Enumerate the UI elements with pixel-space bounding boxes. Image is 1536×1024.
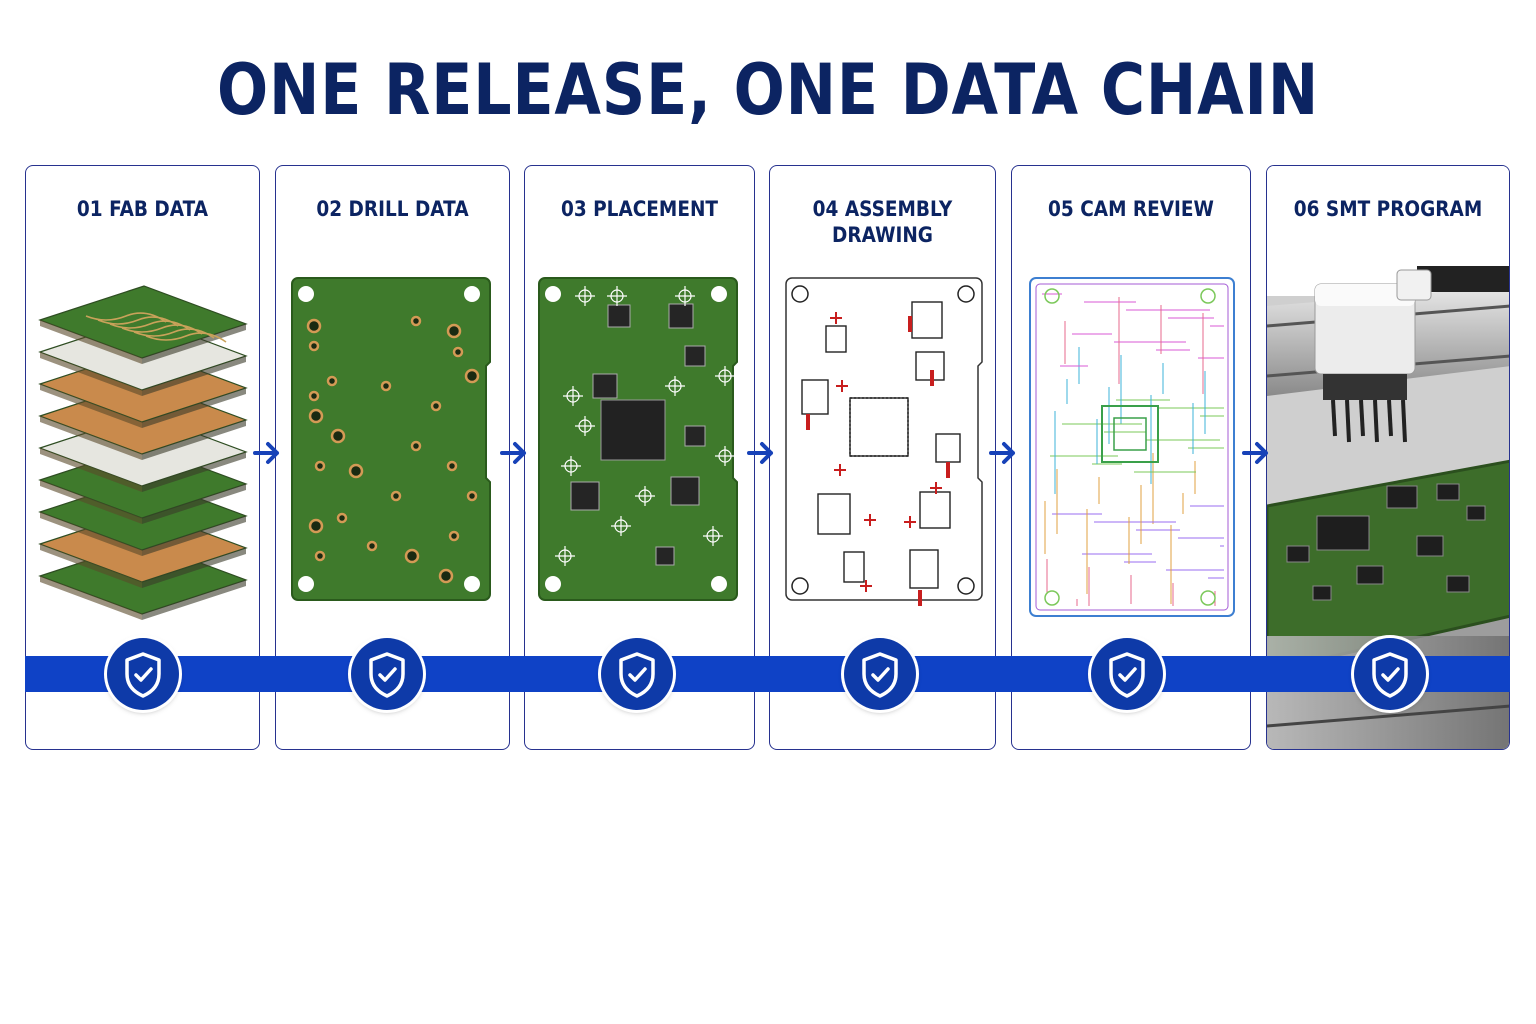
verified-badge-cam-review xyxy=(1091,638,1163,710)
step-label-drill-data: 02 DRILL DATA xyxy=(316,197,469,221)
arrow-right-icon xyxy=(1242,442,1268,464)
page-title: ONE RELEASE, ONE DATA CHAIN xyxy=(216,49,1320,131)
arrow-right-icon xyxy=(989,442,1015,464)
verified-badge-placement xyxy=(601,638,673,710)
step-label-cam-review: 05 CAM REVIEW xyxy=(1048,197,1214,221)
arrow-right-icon xyxy=(747,442,773,464)
arrow-right-icon xyxy=(500,442,526,464)
shield-check-icon xyxy=(1109,652,1145,698)
verified-badge-assembly-drawing xyxy=(844,638,916,710)
step-panel-drill-data: 02 DRILL DATA xyxy=(275,165,510,750)
drilled-board-icon xyxy=(291,277,491,601)
shield-check-icon xyxy=(369,652,405,698)
step-panel-assembly-drawing: 04 ASSEMBLY DRAWING xyxy=(769,165,996,750)
step-label-assembly-drawing: 04 ASSEMBLY DRAWING xyxy=(812,197,953,247)
layer-stack-icon xyxy=(38,285,248,620)
step-panel-placement: 03 PLACEMENT xyxy=(524,165,755,750)
cam-view-icon xyxy=(1029,277,1235,617)
verified-badge-drill-data xyxy=(351,638,423,710)
shield-check-icon xyxy=(862,652,898,698)
step-label-fab-data: 01 FAB DATA xyxy=(76,197,209,221)
shield-check-icon xyxy=(125,652,161,698)
shield-check-icon xyxy=(619,652,655,698)
arrow-right-icon xyxy=(253,442,279,464)
verified-badge-fab-data xyxy=(107,638,179,710)
shield-check-icon xyxy=(1372,652,1408,698)
assembly-drawing-icon xyxy=(785,277,983,606)
data-chain-band xyxy=(25,656,1510,692)
step-panel-fab-data: 01 FAB DATA xyxy=(25,165,260,750)
placed-board-icon xyxy=(538,277,738,601)
step-label-placement: 03 PLACEMENT xyxy=(560,197,719,221)
verified-badge-smt-program xyxy=(1354,638,1426,710)
step-label-smt-program: 06 SMT PROGRAM xyxy=(1293,197,1483,221)
